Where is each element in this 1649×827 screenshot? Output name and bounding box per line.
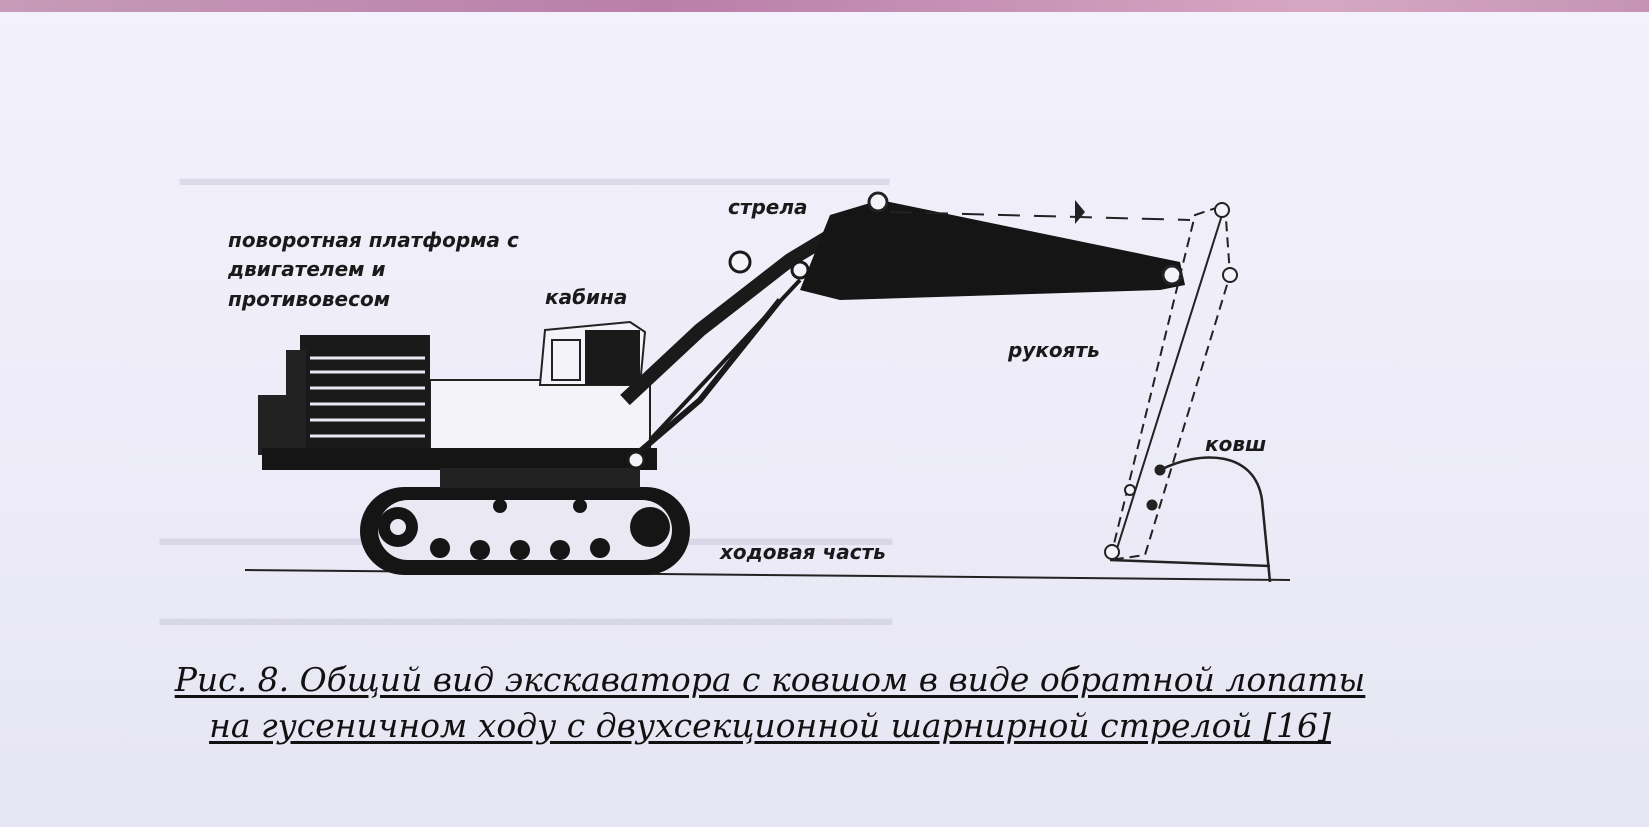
label-stick: рукоять bbox=[1008, 338, 1100, 362]
stick bbox=[1104, 202, 1238, 562]
page-edge bbox=[0, 0, 1649, 12]
bleed-through: ━━━━━━━━━━━━━━━━━━━━━━━━━━━━━━━━ bbox=[160, 600, 893, 644]
label-cabin: кабина bbox=[545, 285, 628, 309]
cabin bbox=[538, 320, 647, 386]
figure-caption-line2: на гусеничном ходу с двухсекционной шарн… bbox=[209, 706, 1331, 745]
label-boom: стрела bbox=[728, 195, 808, 219]
boom-lower bbox=[620, 223, 844, 470]
bleed-through: ━━━━━━━━━━━━━━━━━━━━━━━━━━━━━━━ bbox=[180, 160, 890, 204]
label-platform-line1: поворотная платформа с bbox=[228, 228, 519, 252]
crawler-track bbox=[360, 487, 690, 575]
bucket bbox=[1109, 456, 1272, 583]
figure-caption-line1: Рис. 8. Общий вид экскаватора с ковшом в… bbox=[174, 660, 1366, 699]
boom-upper bbox=[800, 191, 1185, 300]
label-bucket: ковш bbox=[1205, 432, 1267, 456]
label-undercarriage: ходовая часть bbox=[720, 540, 886, 564]
revolving-platform bbox=[258, 335, 657, 488]
label-platform-line2: двигателем и bbox=[228, 257, 386, 281]
hydraulic-line bbox=[889, 211, 1191, 221]
label-platform-line3: противовесом bbox=[228, 287, 391, 311]
